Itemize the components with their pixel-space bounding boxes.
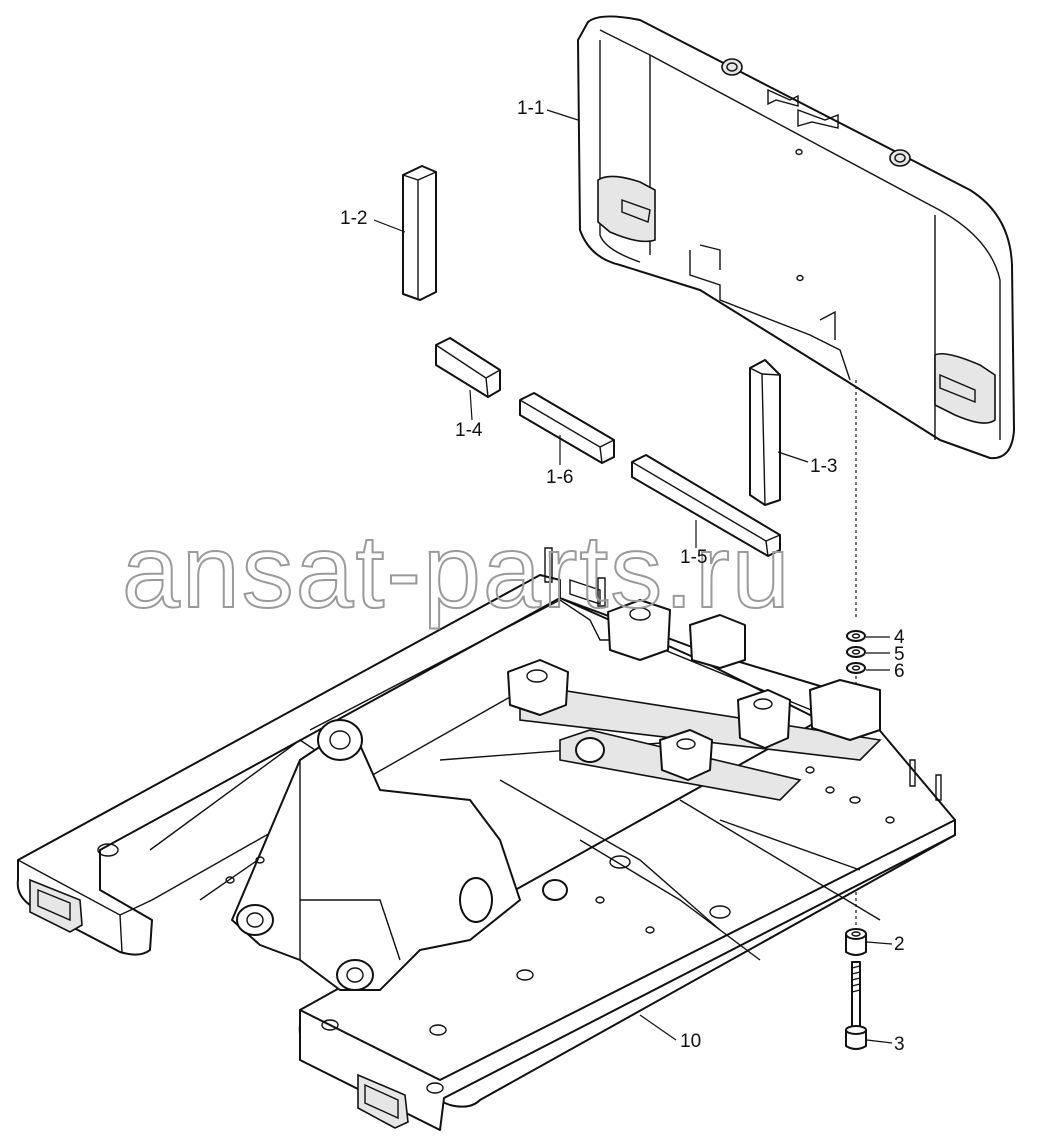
callout-1-3: 1-3: [810, 456, 837, 477]
callout-1-2: 1-2: [340, 208, 367, 229]
washer-4: [846, 630, 866, 642]
washer-6: [846, 662, 866, 674]
washer-5: [846, 646, 866, 658]
callout-6: 6: [894, 661, 905, 682]
leader-lines: [373, 109, 893, 1044]
callout-5: 5: [894, 644, 905, 665]
spacer-2: [845, 928, 867, 956]
watermark: ansat-parts.ru: [122, 514, 792, 630]
upper-frame-10: [16, 547, 956, 1131]
callout-1-1: 1-1: [517, 98, 544, 119]
callout-1-6: 1-6: [546, 467, 573, 488]
block-1-3: [749, 359, 781, 506]
block-1-4: [435, 337, 501, 398]
bolt-3: [845, 961, 867, 1050]
callout-1-4: 1-4: [455, 420, 483, 441]
callout-2: 2: [894, 934, 905, 955]
callout-10: 10: [680, 1031, 701, 1052]
callout-4: 4: [894, 627, 905, 648]
callout-3: 3: [894, 1034, 905, 1055]
counterweight-1-1: [577, 15, 1015, 460]
block-1-5: [631, 454, 781, 557]
callout-1-5: 1-5: [680, 547, 707, 568]
block-1-6: [519, 392, 615, 464]
block-1-2: [402, 165, 437, 301]
